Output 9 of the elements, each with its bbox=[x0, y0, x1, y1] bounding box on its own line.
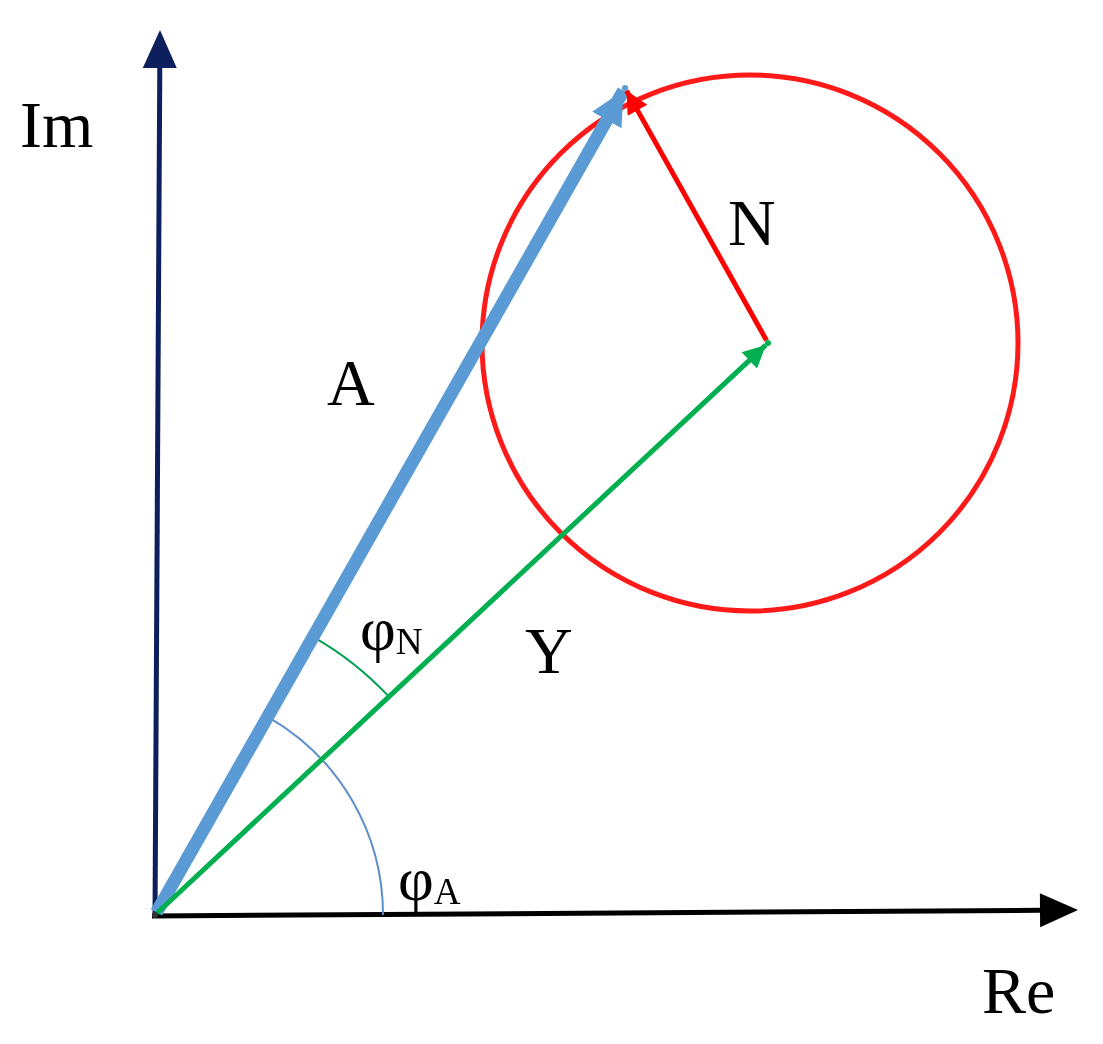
axis-label: Im bbox=[20, 92, 94, 158]
vector-point bbox=[765, 340, 771, 346]
vector-arrow bbox=[150, 87, 630, 916]
vector-arrow bbox=[155, 343, 768, 915]
vector-arrow bbox=[624, 89, 769, 342]
vector-point bbox=[622, 85, 628, 91]
axis-label: Re bbox=[982, 958, 1056, 1024]
vector-point bbox=[152, 912, 158, 918]
angle-label: φ$_{A}$ bbox=[398, 848, 461, 910]
